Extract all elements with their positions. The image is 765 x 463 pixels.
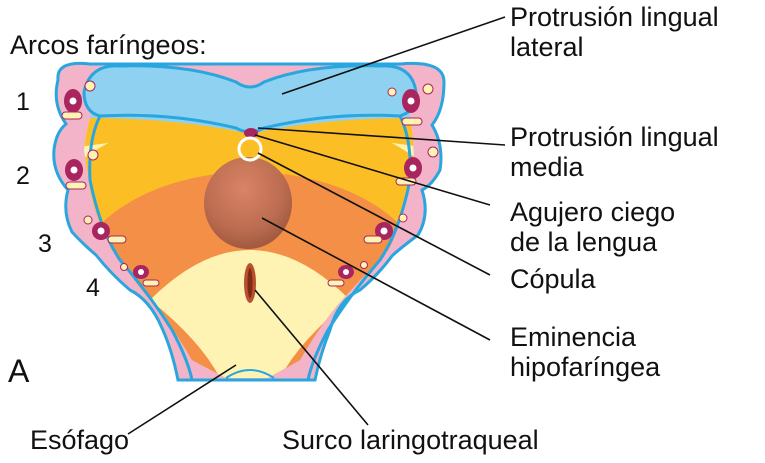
foramen-cecum [244, 128, 258, 138]
label-protrusion-lateral-line2: lateral [510, 32, 584, 62]
hypopharyngeal-eminence [204, 157, 292, 249]
label-protrusion-media-line1: Protrusión lingual [510, 122, 719, 152]
label-agujero-ciego-line1: Agujero ciego [510, 197, 675, 227]
label-eminencia-line2: hipofaríngea [510, 352, 660, 382]
label-protrusion-media-line2: media [510, 152, 584, 182]
label-surco: Surco laringotraqueal [282, 425, 539, 455]
arch-number-4: 4 [86, 274, 100, 302]
arch-number-1: 1 [16, 88, 30, 116]
arches-title: Arcos faríngeos: [10, 30, 207, 60]
label-agujero-ciego-line2: de la lengua [510, 227, 657, 257]
label-protrusion-lateral-line1: Protrusión lingual [510, 2, 719, 32]
arch-number-3: 3 [38, 230, 52, 258]
label-eminencia-line1: Eminencia [510, 322, 636, 352]
label-esofago: Esófago [30, 425, 129, 455]
arch-number-2: 2 [16, 162, 30, 190]
panel-letter: A [8, 356, 29, 386]
label-copula: Cópula [510, 264, 596, 294]
